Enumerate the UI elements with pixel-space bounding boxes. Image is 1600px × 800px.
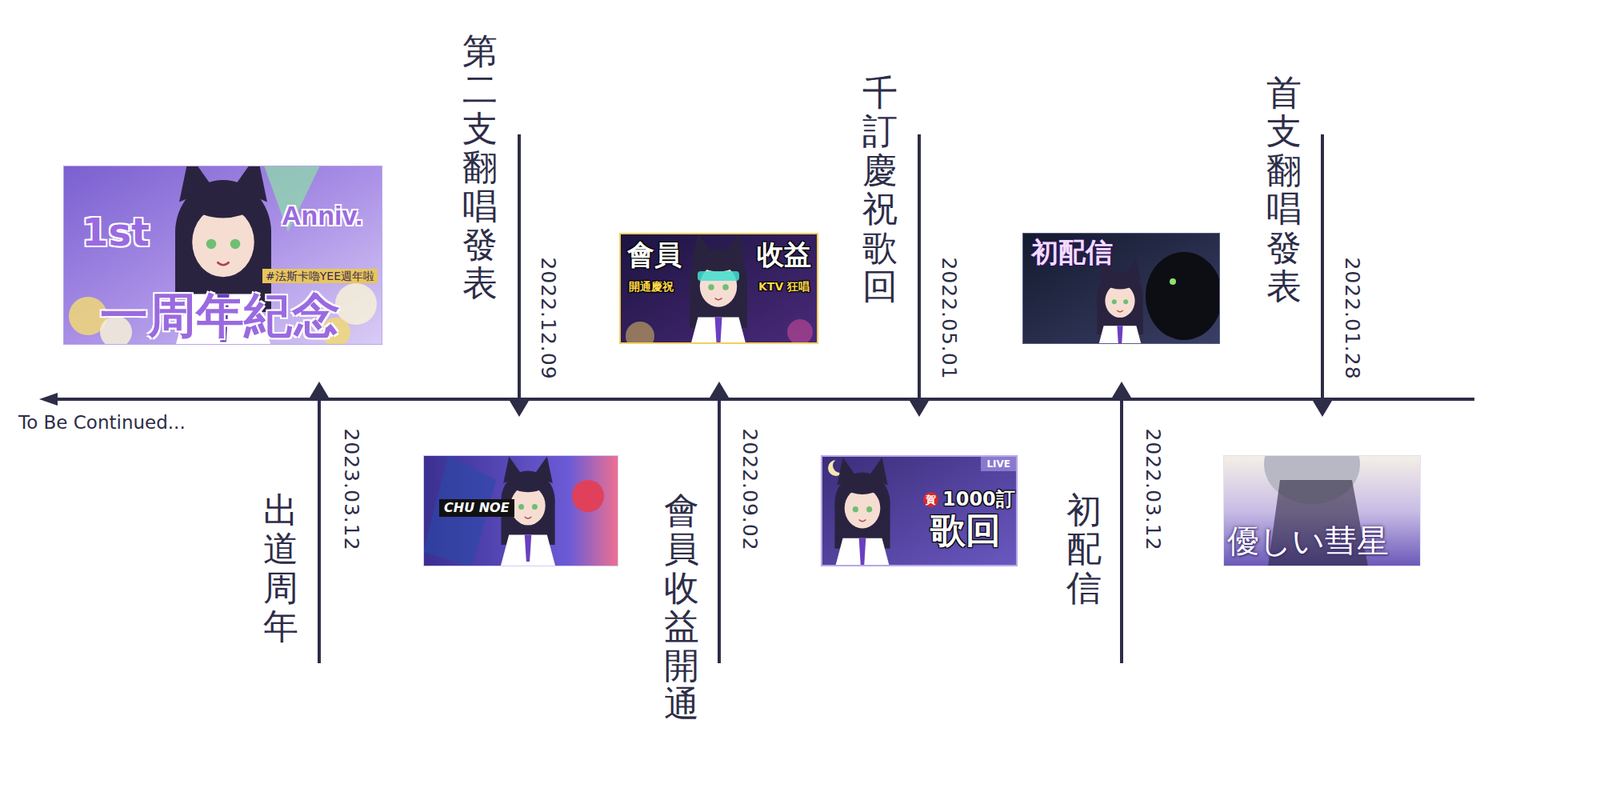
character-figure	[1095, 258, 1145, 344]
event-date: 2022.01.28	[1342, 256, 1363, 380]
hashtag-tag: #法斯卡嚕YEE週年啦	[262, 268, 378, 284]
tick-line	[717, 399, 721, 664]
event-date: 2022.05.01	[939, 256, 960, 380]
anniversary-illustration	[63, 165, 383, 345]
thumbnail-title: 1st	[81, 212, 150, 252]
event-title: 出道周年	[263, 491, 299, 647]
neon-glasses	[697, 271, 740, 281]
tick-marker	[709, 381, 729, 398]
karaoke-illustration	[820, 455, 1018, 567]
tick-marker	[1312, 400, 1332, 417]
congrats-badge: 賀	[923, 492, 939, 508]
tick-marker	[309, 381, 329, 398]
tick-line	[917, 134, 921, 400]
balloon	[335, 283, 377, 325]
tick-marker	[509, 400, 529, 417]
event-date: 2022.12.09	[538, 256, 559, 380]
event-title: 會員收益開通	[664, 491, 700, 724]
debut-illustration	[1022, 232, 1220, 344]
thumbnail-title: Anniv.	[281, 201, 363, 229]
prop	[572, 480, 604, 512]
event-date: 2023.03.12	[341, 428, 362, 551]
cover-thumbnail: 優しい彗星	[1223, 455, 1421, 567]
karaoke-thumbnail: LIVE 賀1000訂歌回	[820, 455, 1018, 567]
debut-thumbnail: 初配信	[1022, 232, 1220, 344]
cover-thumbnail: CHU NOE	[423, 455, 619, 567]
thumbnail-title: 初配信	[1031, 238, 1113, 266]
axis-arrowhead	[39, 392, 58, 406]
event-title: 初配信	[1066, 491, 1102, 608]
character-figure	[687, 233, 750, 345]
thumbnail-subtitle: 開通慶祝	[628, 280, 674, 292]
event-title: 首支翻唱發表	[1266, 73, 1302, 306]
event-date: 2022.03.12	[1143, 428, 1164, 551]
cover-illustration	[1223, 455, 1421, 567]
stage-light	[625, 321, 655, 344]
live-badge: LIVE	[980, 456, 1016, 472]
cover-illustration	[423, 455, 619, 567]
membership-thumbnail: 會員 收益開通慶祝 KTV 狂唱	[619, 232, 819, 344]
thumbnail-subtitle: KTV 狂唱	[758, 280, 810, 292]
event-date: 2022.09.02	[740, 428, 760, 551]
tick-line	[517, 134, 521, 400]
anniversary-thumbnail: 1st Anniv. #法斯卡嚕YEE週年啦一周年紀念	[63, 165, 383, 345]
tick-marker	[1112, 381, 1132, 398]
tick-marker	[909, 400, 929, 417]
song-title: 優しい彗星	[1227, 524, 1389, 557]
tick-line	[317, 399, 321, 664]
event-title: 第二支翻唱發表	[462, 32, 498, 304]
thumbnail-title: 會員	[627, 240, 682, 268]
thumbnail-title: 1000訂	[942, 489, 1016, 509]
stage-light	[787, 319, 813, 344]
tick-line	[1320, 134, 1324, 400]
panther	[1145, 252, 1220, 340]
continuation-note: To Be Continued...	[18, 412, 186, 435]
thumbnail-title: 一周年紀念	[100, 291, 340, 340]
panther-eye	[1169, 278, 1176, 285]
thumbnail-title: 歌回	[930, 512, 1001, 548]
thumbnail-title: 收益	[756, 240, 812, 268]
logo-text: CHU NOE	[439, 499, 515, 517]
event-title: 千訂慶祝歌回	[862, 73, 898, 306]
membership-illustration	[619, 232, 819, 344]
timeline-axis	[48, 397, 1475, 401]
character-figure	[832, 457, 893, 567]
tick-line	[1120, 399, 1124, 664]
